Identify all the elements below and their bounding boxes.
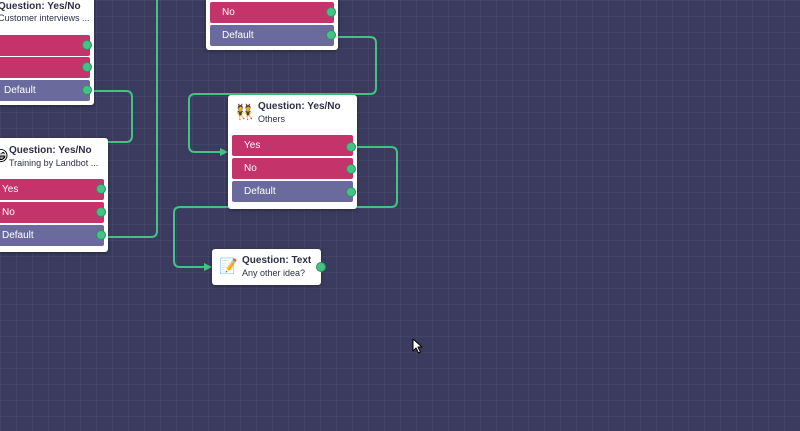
option-no[interactable]: No <box>232 158 353 179</box>
output-port[interactable] <box>346 164 356 174</box>
node-subtitle: Any other idea? <box>242 268 306 278</box>
connector-others-yes-loop <box>350 146 398 208</box>
option-default[interactable]: Default <box>0 225 104 246</box>
option-label: No <box>2 207 15 218</box>
output-port[interactable] <box>96 184 106 194</box>
option-label: Default <box>4 85 36 96</box>
node-text-question[interactable]: 📝 Question: Text Any other idea? <box>212 249 326 285</box>
connector-others-default-to-text <box>173 206 231 268</box>
option-label: Default <box>222 30 254 41</box>
mouse-cursor-icon <box>412 338 423 354</box>
output-port[interactable] <box>316 262 326 272</box>
connector-training-default-up <box>101 0 158 238</box>
memo-icon: 📝 <box>219 258 238 275</box>
node-subtitle: Others <box>258 114 286 124</box>
option-label: Yes <box>244 140 261 151</box>
people-icon: 👯 <box>235 104 254 121</box>
node-top-partial[interactable]: No Default <box>206 0 338 50</box>
output-port[interactable] <box>96 207 106 217</box>
node-subtitle: Training by Landbot ... <box>9 158 99 168</box>
option-yes[interactable]: Yes <box>0 179 104 200</box>
output-port[interactable] <box>82 40 92 50</box>
option-default[interactable]: Default <box>210 25 334 46</box>
connector-customer-default-to-training <box>86 90 133 143</box>
node-title: Question: Yes/No <box>258 101 341 112</box>
output-port[interactable] <box>82 62 92 72</box>
option-no[interactable]: No <box>0 202 104 223</box>
node-title: Question: Yes/No <box>0 1 81 12</box>
connector-top-default-to-others <box>188 36 377 153</box>
node-customer-interviews[interactable]: Question: Yes/No Customer interviews ...… <box>0 0 94 105</box>
output-port[interactable] <box>346 142 356 152</box>
option-yes[interactable] <box>0 35 90 56</box>
option-no[interactable] <box>0 57 90 78</box>
face-icon: 😁 <box>0 148 9 165</box>
output-port[interactable] <box>326 30 336 40</box>
option-label: Default <box>244 186 276 197</box>
arrowhead-to-others <box>220 148 228 156</box>
output-port[interactable] <box>96 230 106 240</box>
option-yes[interactable]: Yes <box>232 135 353 156</box>
arrowhead-to-text <box>204 263 212 271</box>
output-port[interactable] <box>346 187 356 197</box>
option-label: No <box>244 163 257 174</box>
output-port[interactable] <box>326 7 336 17</box>
node-others[interactable]: 👯 Question: Yes/No Others Yes No Default <box>228 95 357 209</box>
option-label: Default <box>2 230 34 241</box>
option-label: No <box>222 7 235 18</box>
node-title: Question: Yes/No <box>9 145 92 156</box>
option-default[interactable]: Default <box>0 80 90 101</box>
node-training[interactable]: 😁 Question: Yes/No Training by Landbot .… <box>0 138 108 252</box>
output-port[interactable] <box>82 85 92 95</box>
node-subtitle: Customer interviews ... <box>0 13 90 23</box>
option-no[interactable]: No <box>210 2 334 23</box>
node-title: Question: Text <box>242 255 312 266</box>
option-default[interactable]: Default <box>232 181 353 202</box>
option-label: Yes <box>2 184 19 195</box>
